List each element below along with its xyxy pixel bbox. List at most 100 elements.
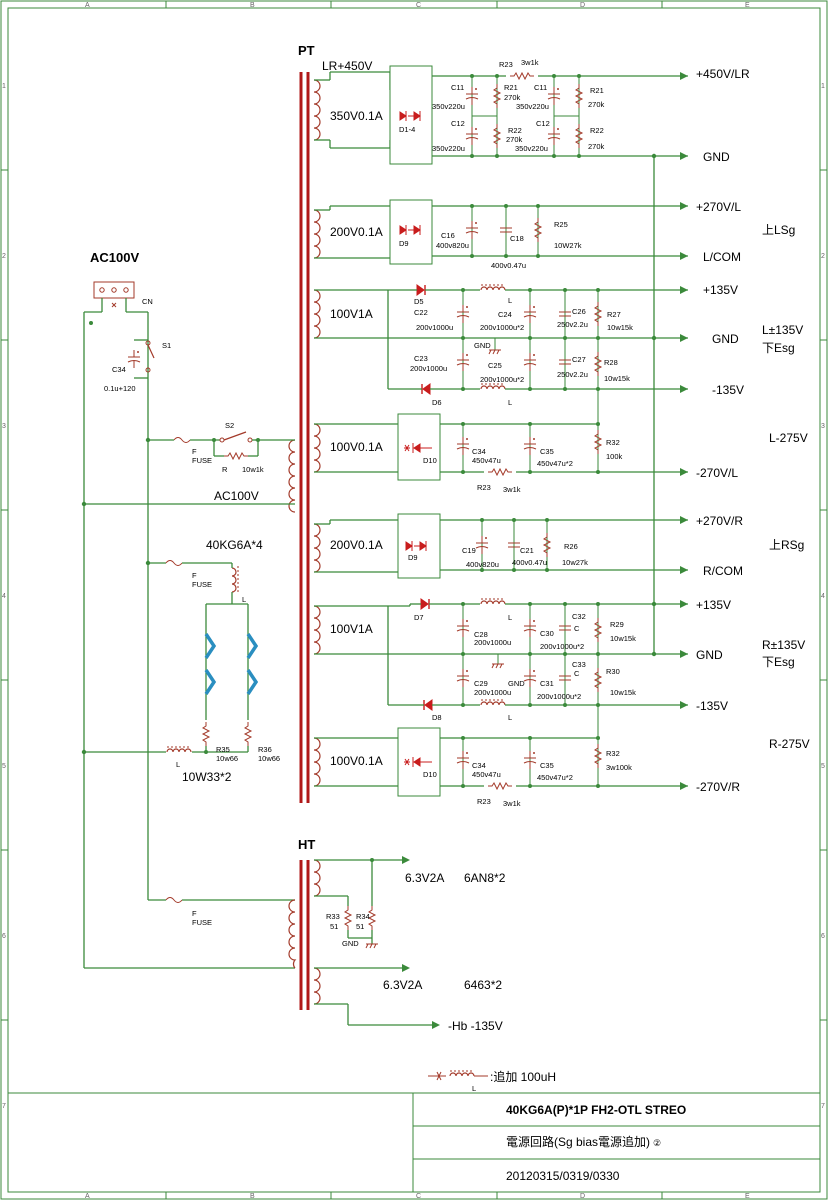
- ht-h2-tube: 6463*2: [464, 978, 502, 992]
- r34-value: 51: [356, 922, 364, 931]
- title-block-date: 20120315/0319/0330: [506, 1169, 620, 1183]
- c16-value: 400v820u: [436, 241, 469, 250]
- d8-label: D8: [432, 713, 442, 722]
- junction-dot: [461, 387, 465, 391]
- row-label: 5: [821, 763, 825, 770]
- c32-value: C: [574, 624, 580, 633]
- ht-hb-label: -Hb -135V: [448, 1019, 503, 1033]
- ht-h1-tube: 6AN8*2: [464, 871, 506, 885]
- junction-dot: [596, 288, 600, 292]
- r21a-label: R21: [504, 83, 518, 92]
- c30-value: 200v1000u*2: [540, 642, 584, 651]
- c35l-value: 450v47u*2: [537, 459, 573, 468]
- m135l-label: -135V: [712, 383, 744, 397]
- c18-value: 400v0.47u: [491, 261, 526, 270]
- c35r-label: C35: [540, 761, 554, 770]
- cn-label: CN: [142, 297, 153, 306]
- r36-resistor: [244, 721, 252, 747]
- junction-dot: [461, 652, 465, 656]
- r32r-label: R32: [606, 749, 620, 758]
- junction-dot: [528, 736, 532, 740]
- d9r-label: D9: [408, 553, 418, 562]
- title-block: [8, 1092, 820, 1192]
- col-label: B: [250, 2, 255, 9]
- c29-value: 200v1000u: [474, 688, 511, 697]
- r-value: 10w1k: [242, 465, 264, 474]
- col-label: A: [85, 2, 90, 9]
- r30-value: 10w15k: [610, 688, 636, 697]
- fuse3-f: F: [192, 909, 197, 918]
- d8-diode: [423, 699, 433, 711]
- pt-winding-100v01a-l: [313, 423, 398, 473]
- r25-label: R25: [554, 220, 568, 229]
- r27-value: 10w15k: [607, 323, 633, 332]
- col-label: E: [745, 1193, 750, 1200]
- ground-symbol: [488, 349, 502, 355]
- r30-label: R30: [606, 667, 620, 676]
- r22a-value: 270k: [506, 135, 523, 144]
- junction-dot: [81, 749, 87, 755]
- w100lb-label: 100V0.1A: [330, 440, 383, 454]
- ht-primary-winding: [288, 899, 297, 969]
- r29-value: 10w15k: [610, 634, 636, 643]
- c34l-value: 450v47u: [472, 456, 501, 465]
- r21b-value: 270k: [588, 100, 605, 109]
- c12b-value: 350v220u: [515, 144, 548, 153]
- c12b-label: C12: [536, 119, 550, 128]
- junction-dot: [470, 154, 474, 158]
- w100rb-label: 100V0.1A: [330, 754, 383, 768]
- r35-value: 10w66: [216, 754, 238, 763]
- junction-dot: [370, 858, 374, 862]
- junction-dot: [528, 288, 532, 292]
- junction-dot: [528, 470, 532, 474]
- row-label: 3: [2, 423, 6, 430]
- row-label: 3: [821, 423, 825, 430]
- fuse-1: [173, 437, 191, 443]
- ht-secondary-2: [313, 964, 440, 1029]
- out-450v-label: +450V/LR: [696, 67, 750, 81]
- l-com-label: L/COM: [703, 250, 741, 264]
- junction-dot: [461, 736, 465, 740]
- junction-dot: [470, 204, 474, 208]
- c33-label: C33: [572, 660, 586, 669]
- l-esg-label: 下Esg: [762, 341, 795, 355]
- l-135-label: L±135V: [762, 323, 803, 337]
- junction-dot: [651, 601, 657, 607]
- junction-dot: [256, 438, 260, 442]
- junction-dot: [528, 387, 532, 391]
- junction-dot: [545, 518, 549, 522]
- title-block-subtitle: 電源回路(Sg bias電源追加)②: [506, 1134, 661, 1149]
- row-label: 1: [2, 83, 6, 90]
- d14-label: D1-4: [399, 125, 415, 134]
- ac100-label: AC100V: [90, 250, 139, 265]
- c34r-label: C34: [472, 761, 486, 770]
- c24-value: 200v1000u*2: [480, 323, 524, 332]
- bridge-d1-4: [389, 65, 433, 165]
- w350-label: 350V0.1A: [330, 109, 383, 123]
- r35-label: R35: [216, 745, 230, 754]
- fuse2-label: FUSE: [192, 580, 212, 589]
- r36-value: 10w66: [258, 754, 280, 763]
- junction-dot: [528, 336, 532, 340]
- junction-dot: [528, 703, 532, 707]
- c16-label: C16: [441, 231, 455, 240]
- r-label: R: [222, 465, 228, 474]
- choke-l2-label: L: [508, 398, 512, 407]
- gnd-m2-label: GND: [508, 679, 525, 688]
- choke-l1-label: L: [508, 296, 512, 305]
- junction-dot: [461, 470, 465, 474]
- d10r-label: D10: [423, 770, 437, 779]
- c12a-label: C12: [451, 119, 465, 128]
- c18-label: C18: [510, 234, 524, 243]
- col-label: E: [745, 2, 750, 9]
- r21b-label: R21: [590, 86, 604, 95]
- ac100-primary-label: AC100V: [214, 489, 259, 503]
- c21-value: 400v0.47u: [512, 558, 547, 567]
- junction-dot: [536, 204, 540, 208]
- c22-value: 200v1000u: [416, 323, 453, 332]
- r23l-value: 3w1k: [503, 485, 521, 494]
- junction-dot: [552, 74, 556, 78]
- c19-label: C19: [462, 546, 476, 555]
